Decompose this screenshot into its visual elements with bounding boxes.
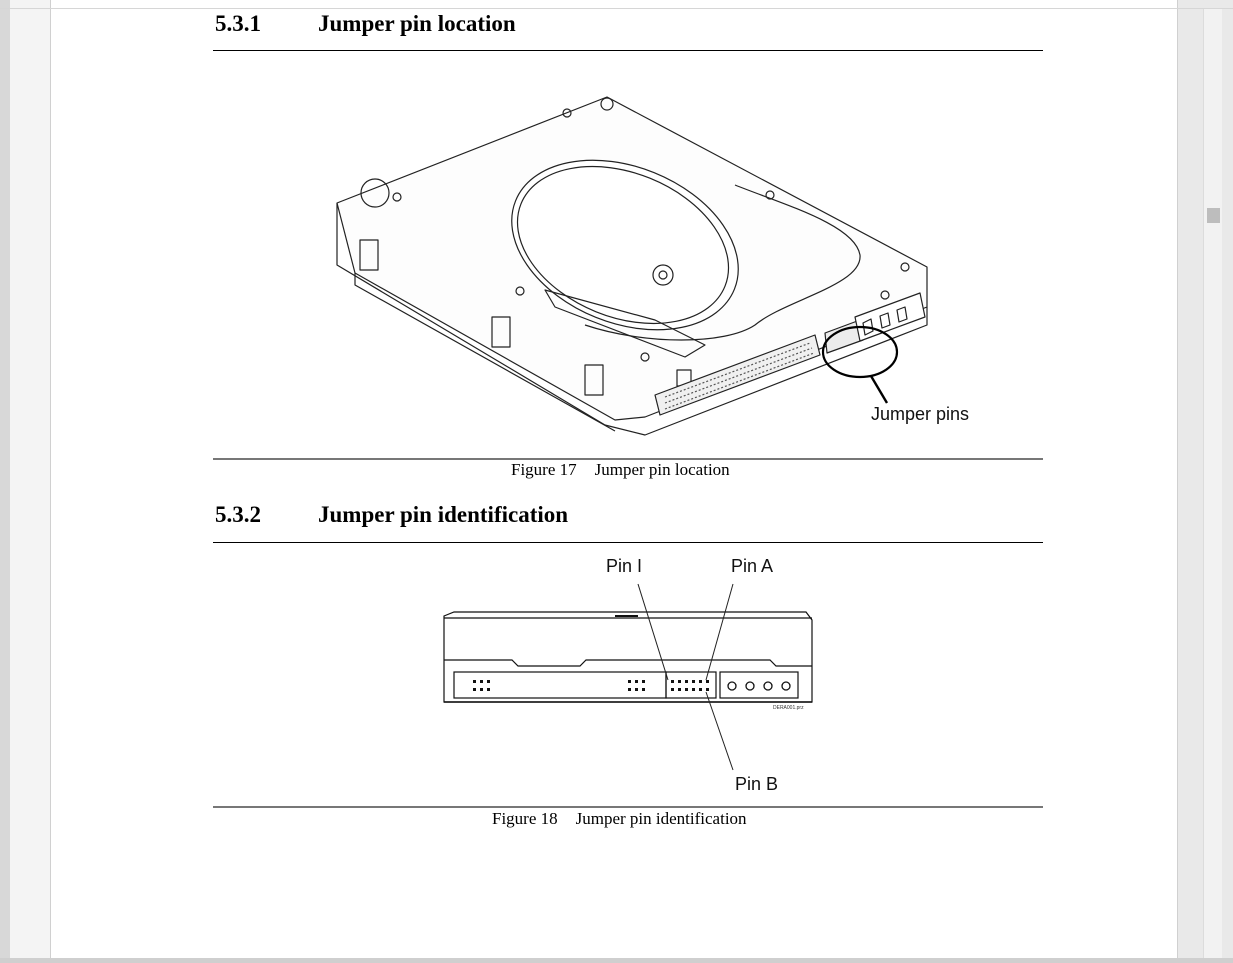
figure-18-drive-rear-view [443,583,813,771]
pin-a-callout: Pin A [731,556,774,576]
page-margin [10,0,50,958]
pin-b-callout: Pin B [735,774,779,794]
figure-label: Figure 18 [492,809,558,828]
section-title: Jumper pin identification [318,502,569,527]
vertical-scrollbar[interactable] [1203,9,1222,959]
figure-rule [213,458,1043,460]
jumper-pins-callout: Jumper pins [871,404,970,424]
scrollbar-thumb[interactable] [1207,208,1220,223]
pin-i-callout: Pin I [606,556,643,576]
figure-label: Figure 17 [511,460,577,479]
section-number: 5.3.1 [215,11,261,36]
figure-17-hard-drive-drawing [336,96,928,436]
figure-17-caption: Figure 17 Jumper pin location [511,460,730,480]
figure-caption-text: Jumper pin location [594,460,730,479]
heading-rule [213,542,1043,543]
figure-rule [213,806,1043,808]
bottom-border [0,958,1233,963]
figure-18-caption: Figure 18 Jumper pin identification [492,809,747,829]
heading-rule [213,50,1043,51]
figure-caption-text: Jumper pin identification [575,809,747,828]
section-title: Jumper pin location [318,11,516,36]
top-border [0,8,1233,9]
figure-file-tag: DERA001.prz [773,705,804,711]
section-number: 5.3.2 [215,502,261,527]
